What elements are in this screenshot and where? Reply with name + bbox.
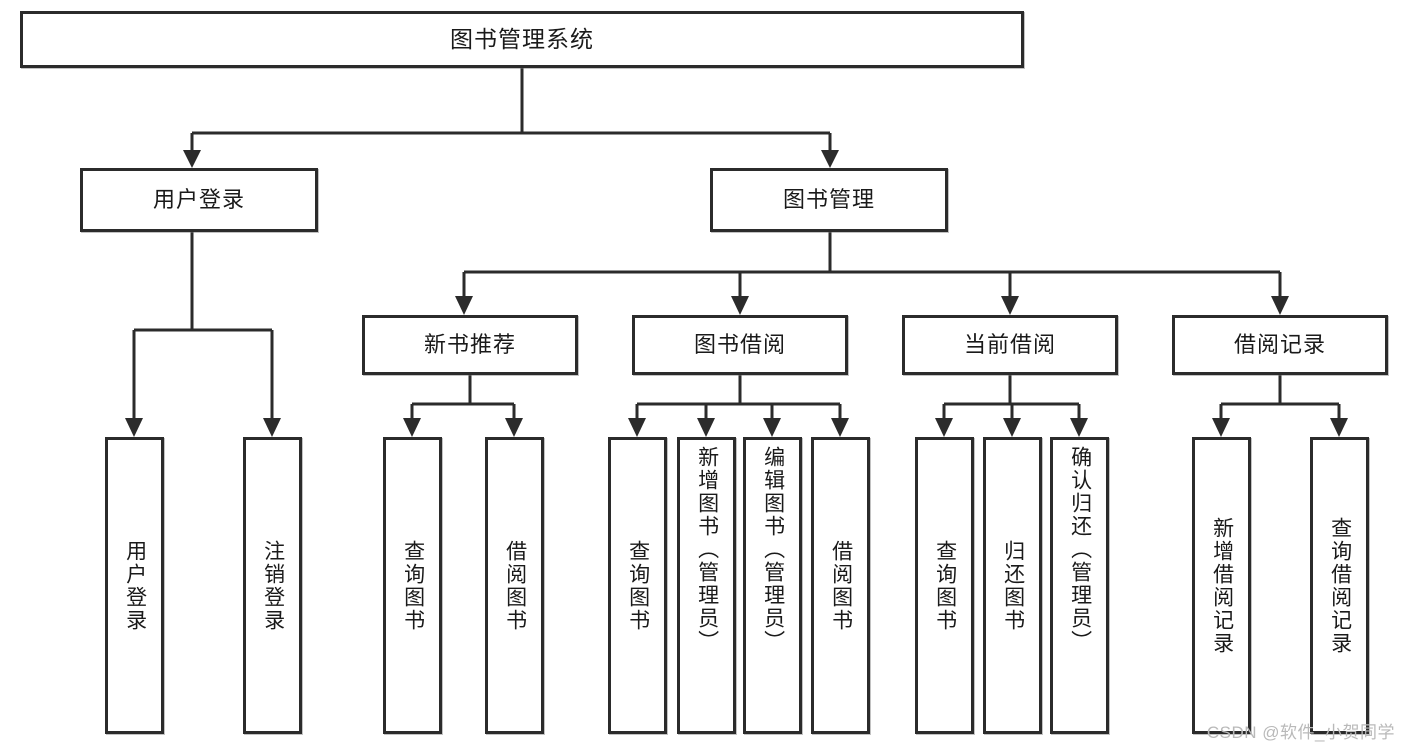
node-current-borrow[interactable]: 当前借阅 bbox=[902, 315, 1118, 375]
node-leaf-add-book-label: 新增图书（管理员） bbox=[695, 446, 719, 653]
node-leaf-logout-login-label: 注销登录 bbox=[261, 539, 285, 632]
node-leaf-query-record[interactable]: 查询借阅记录 bbox=[1310, 437, 1369, 734]
node-leaf-borrow-book-1[interactable]: 借阅图书 bbox=[485, 437, 544, 734]
node-borrow-record-label: 借阅记录 bbox=[1233, 332, 1326, 358]
node-leaf-user-login-label: 用户登录 bbox=[123, 539, 147, 632]
node-leaf-return-book-label: 归还图书 bbox=[1001, 539, 1025, 632]
node-new-book-recommend[interactable]: 新书推荐 bbox=[362, 315, 578, 375]
node-leaf-edit-book-label: 编辑图书（管理员） bbox=[761, 446, 785, 653]
node-book-borrow[interactable]: 图书借阅 bbox=[632, 315, 848, 375]
node-root[interactable]: 图书管理系统 bbox=[20, 11, 1024, 68]
node-leaf-query-book-2[interactable]: 查询图书 bbox=[608, 437, 667, 734]
node-leaf-borrow-book-1-label: 借阅图书 bbox=[503, 539, 527, 632]
node-leaf-confirm-return-label: 确认归还（管理员） bbox=[1068, 446, 1092, 653]
node-leaf-user-login[interactable]: 用户登录 bbox=[105, 437, 164, 734]
node-leaf-add-book[interactable]: 新增图书（管理员） bbox=[677, 437, 736, 734]
node-leaf-return-book[interactable]: 归还图书 bbox=[983, 437, 1042, 734]
node-new-book-recommend-label: 新书推荐 bbox=[423, 332, 516, 358]
node-leaf-query-book-1-label: 查询图书 bbox=[401, 539, 425, 632]
node-user-login-label: 用户登录 bbox=[152, 187, 245, 213]
node-borrow-record[interactable]: 借阅记录 bbox=[1172, 315, 1388, 375]
node-leaf-query-book-2-label: 查询图书 bbox=[626, 539, 650, 632]
node-leaf-query-book-3-label: 查询图书 bbox=[933, 539, 957, 632]
node-book-manage[interactable]: 图书管理 bbox=[710, 168, 948, 232]
node-leaf-confirm-return[interactable]: 确认归还（管理员） bbox=[1050, 437, 1109, 734]
node-leaf-add-record[interactable]: 新增借阅记录 bbox=[1192, 437, 1251, 734]
node-leaf-query-book-3[interactable]: 查询图书 bbox=[915, 437, 974, 734]
node-leaf-edit-book[interactable]: 编辑图书（管理员） bbox=[743, 437, 802, 734]
node-current-borrow-label: 当前借阅 bbox=[963, 332, 1056, 358]
node-leaf-query-record-label: 查询借阅记录 bbox=[1328, 516, 1352, 655]
node-leaf-add-record-label: 新增借阅记录 bbox=[1210, 516, 1234, 655]
node-leaf-logout-login[interactable]: 注销登录 bbox=[243, 437, 302, 734]
node-leaf-borrow-book-2-label: 借阅图书 bbox=[829, 539, 853, 632]
node-root-label: 图书管理系统 bbox=[450, 26, 594, 53]
node-book-borrow-label: 图书借阅 bbox=[693, 332, 786, 358]
node-leaf-query-book-1[interactable]: 查询图书 bbox=[383, 437, 442, 734]
csdn-watermark: CSDN @软件_小贺同学 bbox=[1206, 723, 1395, 742]
node-leaf-borrow-book-2[interactable]: 借阅图书 bbox=[811, 437, 870, 734]
node-user-login[interactable]: 用户登录 bbox=[80, 168, 318, 232]
node-book-manage-label: 图书管理 bbox=[782, 187, 875, 213]
